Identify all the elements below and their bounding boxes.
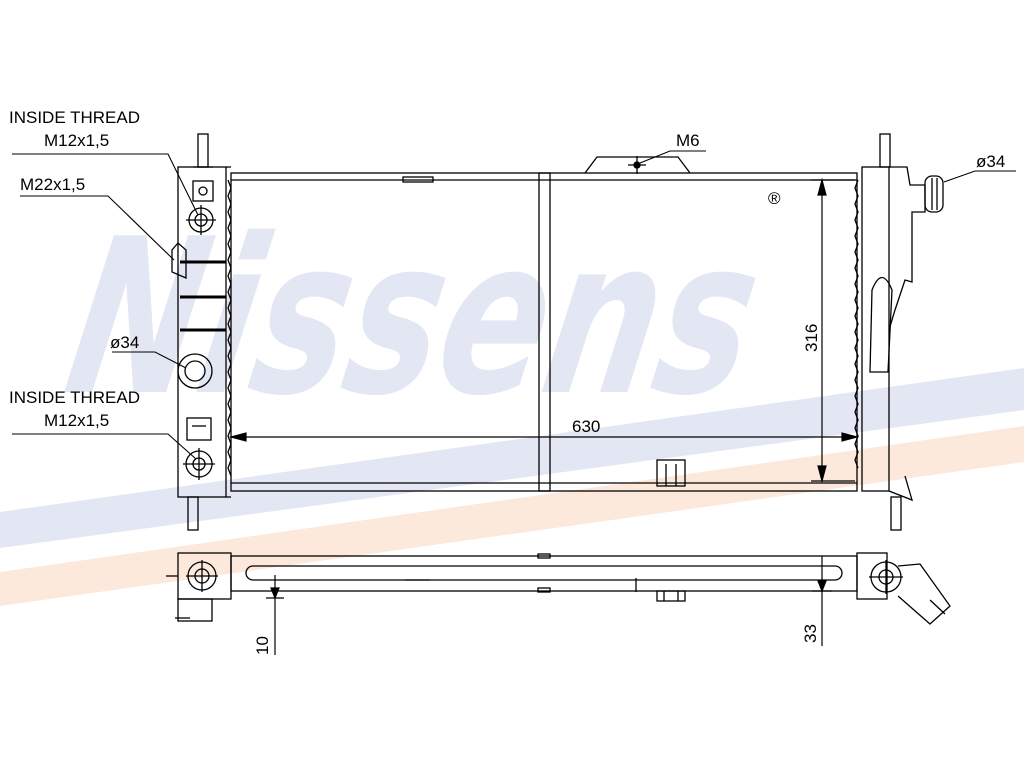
watermark-stripe-blue	[0, 368, 1024, 548]
left-top-pin	[197, 133, 209, 168]
center-support	[538, 172, 551, 492]
leader-m6	[639, 150, 706, 164]
right-bottom-pin	[890, 496, 902, 531]
side-clip	[656, 590, 686, 602]
labels: INSIDE THREAD M12x1,5 M22x1,5 ø34 INSIDE…	[9, 108, 1005, 655]
dimension-depth: 33	[801, 624, 820, 643]
leader-lines	[12, 150, 1016, 460]
bottom-clip	[656, 459, 686, 487]
side-dimensions	[266, 556, 832, 655]
m22-fitting	[171, 242, 187, 279]
watermark-registered-mark: ®	[768, 189, 781, 208]
dimension-width: 630	[572, 417, 600, 436]
leader-thread-bottom	[12, 433, 197, 460]
dimension-height: 316	[802, 324, 821, 352]
right-tank	[861, 166, 890, 492]
label-thread-top-line1: INSIDE THREAD	[9, 108, 140, 127]
left-outlet	[177, 353, 213, 389]
right-top-pin	[879, 133, 891, 168]
label-m6: M6	[676, 131, 700, 150]
right-outlet	[924, 175, 944, 213]
leader-m22	[20, 195, 175, 261]
side-right-tank	[856, 552, 888, 600]
label-thread-bottom-line2: M12x1,5	[44, 411, 109, 430]
side-view	[166, 552, 951, 625]
leader-dia-left	[112, 351, 187, 369]
leader-dia-right	[943, 170, 1016, 183]
right-tank-profile	[888, 166, 926, 331]
watermark-stripe-orange	[0, 426, 1024, 606]
watermark-brand: Nissens	[52, 194, 776, 444]
left-bottom-pin	[187, 496, 199, 531]
label-thread-top-line2: M12x1,5	[44, 131, 109, 150]
front-dimensions	[228, 177, 860, 484]
side-slot	[245, 565, 843, 581]
side-right-outlet	[897, 563, 951, 625]
dimension-offset-left: 10	[253, 636, 272, 655]
label-m22: M22x1,5	[20, 175, 85, 194]
front-view	[171, 133, 944, 531]
label-dia-right: ø34	[976, 152, 1005, 171]
watermark: Nissens ®	[0, 189, 1024, 606]
side-core	[230, 555, 858, 592]
label-dia-left: ø34	[110, 333, 139, 352]
label-thread-bottom-line1: INSIDE THREAD	[9, 388, 140, 407]
leader-thread-top	[12, 153, 199, 216]
